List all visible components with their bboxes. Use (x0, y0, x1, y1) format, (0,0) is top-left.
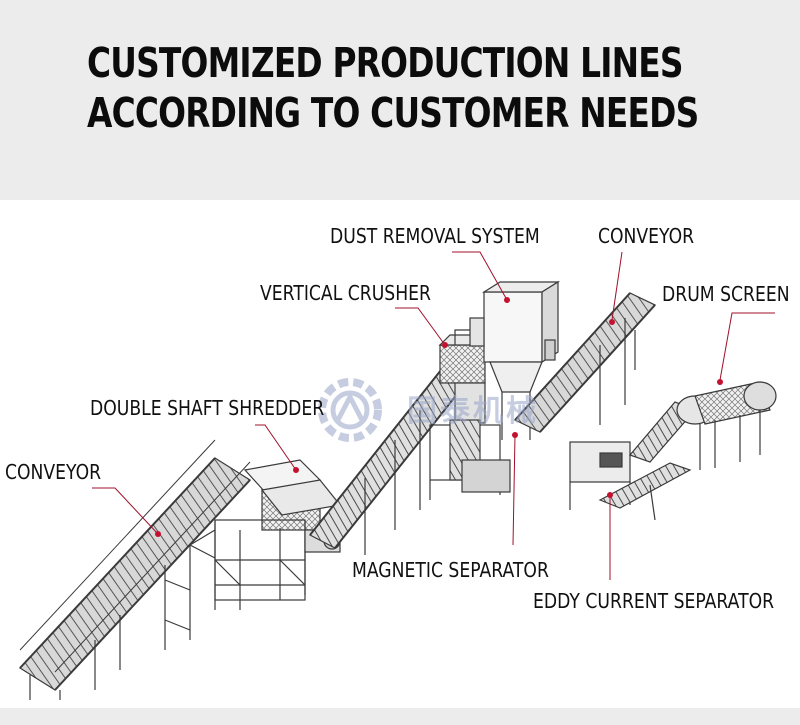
leader-lines (92, 251, 775, 580)
title-line-1: CUSTOMIZED PRODUCTION LINES (87, 39, 684, 87)
leader-magnetic-separator (512, 434, 516, 546)
label-drum-screen: DRUM SCREEN (662, 282, 790, 306)
label-conveyor-left: CONVEYOR (5, 460, 102, 484)
page-title: CUSTOMIZED PRODUCTION LINES ACCORDING TO… (87, 38, 699, 138)
label-vertical-crusher: VERTICAL CRUSHER (260, 281, 431, 305)
label-double-shaft-shredder: DOUBLE SHAFT SHREDDER (90, 396, 325, 420)
left-conveyor-machine (19, 439, 251, 700)
eddy-current-separator-machine (569, 441, 692, 521)
drum-screen-machine (628, 381, 777, 470)
footer-strip (0, 708, 800, 725)
watermark-text: 国泰机械 (407, 394, 539, 429)
leader-vertical-crusher (395, 307, 446, 346)
leader-conveyor-left (92, 487, 159, 535)
gear-logo-icon (318, 378, 382, 442)
top-conveyor-machine (514, 292, 656, 433)
dust-removal-machine (454, 280, 561, 440)
leader-double-shaft-shredder (255, 424, 297, 471)
main-incline-conveyor-machine (309, 364, 471, 555)
label-eddy-current-separator: EDDY CURRENT SEPARATOR (533, 589, 775, 613)
leader-drum-screen (719, 312, 775, 381)
header-band: CUSTOMIZED PRODUCTION LINES ACCORDING TO… (0, 0, 800, 200)
label-conveyor-top: CONVEYOR (598, 224, 695, 248)
leader-dust-removal (452, 251, 508, 301)
label-dust-removal-system: DUST REMOVAL SYSTEM (330, 224, 540, 248)
marker-dots (155, 297, 723, 537)
vertical-crusher-machine (429, 334, 511, 500)
title-line-2: ACCORDING TO CUSTOMER NEEDS (87, 89, 699, 137)
label-magnetic-separator: MAGNETIC SEPARATOR (352, 558, 549, 582)
leader-conveyor-top (611, 251, 623, 321)
watermark: 国泰机械 (312, 375, 582, 445)
production-line-diagram (19, 251, 777, 700)
